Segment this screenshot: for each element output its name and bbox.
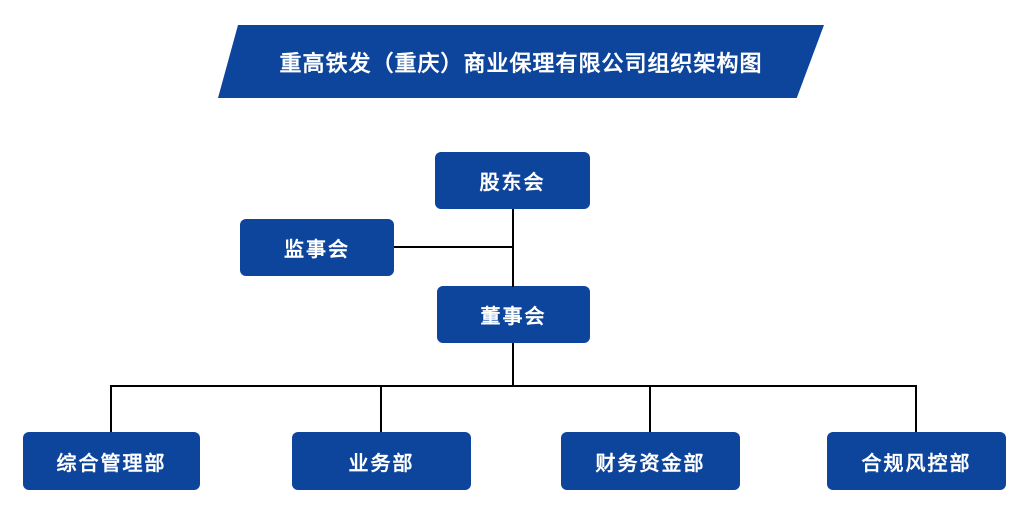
chart-title: 重高铁发（重庆）商业保理有限公司组织架构图 [279, 50, 763, 76]
node-board-of-directors: 董事会 [437, 286, 590, 343]
connector-drop-finance-treasury [649, 385, 651, 432]
connector-drop-compliance-risk [915, 385, 917, 432]
connector-drop-general-management [110, 385, 112, 432]
node-compliance-risk-dept: 合规风控部 [827, 432, 1006, 490]
title-banner: 重高铁发（重庆）商业保理有限公司组织架构图 [218, 25, 824, 98]
node-general-management-dept: 综合管理部 [23, 432, 200, 490]
connector-board-down [512, 343, 514, 386]
node-business-dept: 业务部 [292, 432, 471, 490]
connector-shareholders-to-board [512, 209, 514, 287]
connector-drop-business [380, 385, 382, 432]
node-shareholders-meeting: 股东会 [435, 152, 590, 209]
node-supervisory-board: 监事会 [240, 219, 394, 276]
node-finance-treasury-dept: 财务资金部 [561, 432, 740, 490]
connector-departments-horizontal [110, 385, 917, 387]
connector-supervisory-branch [394, 246, 514, 248]
